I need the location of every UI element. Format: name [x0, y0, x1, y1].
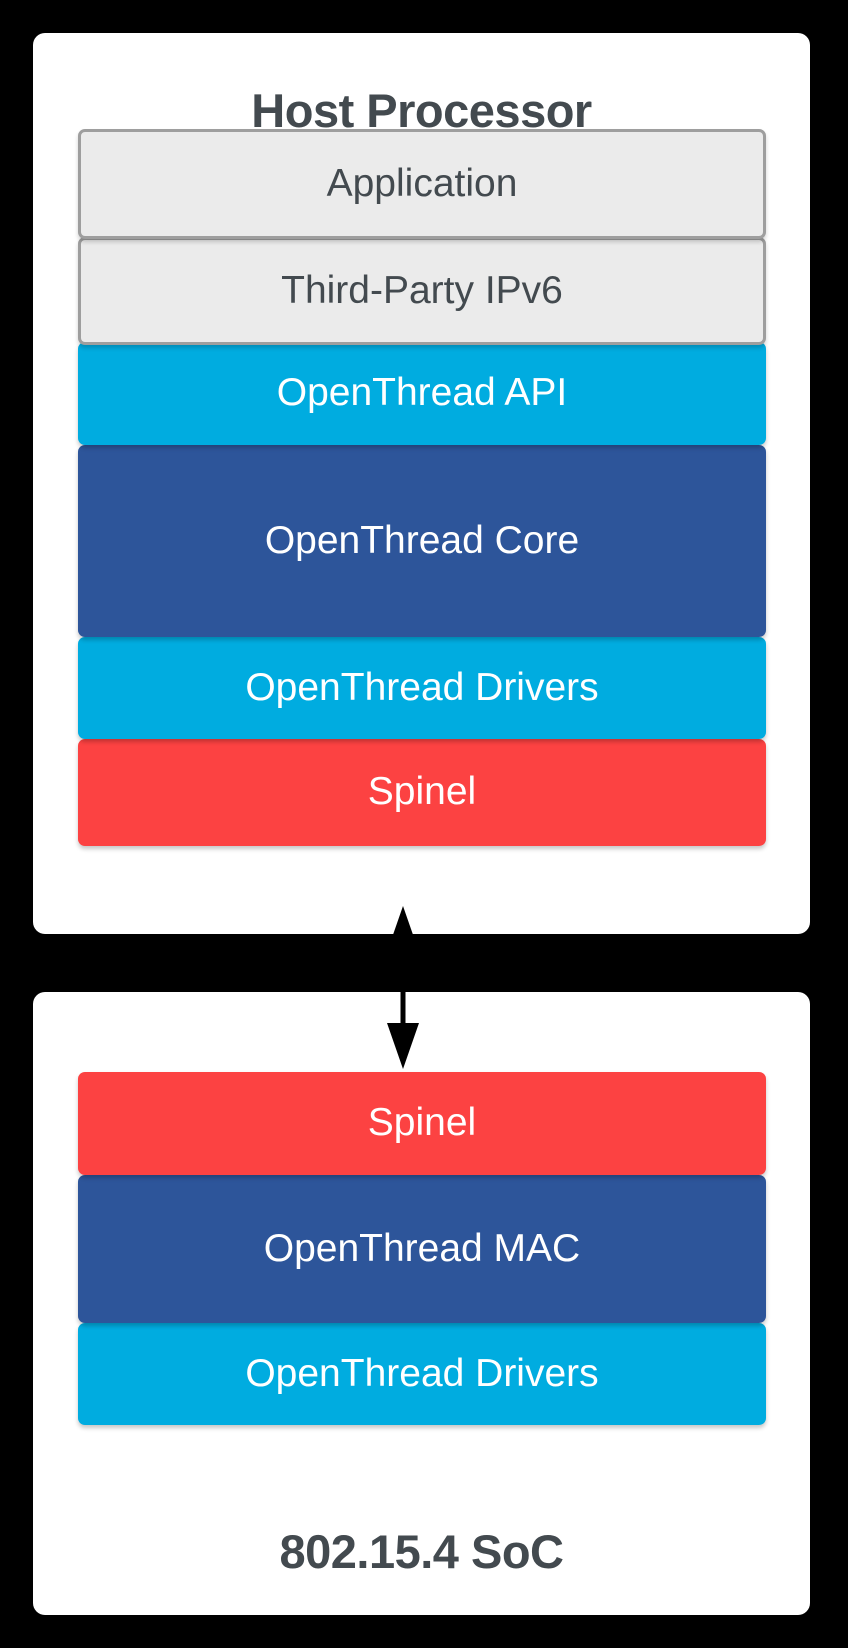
host-processor-title: Host Processor	[251, 84, 592, 137]
layer-openthread-api-label: OpenThread API	[276, 371, 568, 415]
soc-title: 802.15.4 SoC	[279, 1525, 564, 1578]
layer-openthread-core: OpenThread Core	[78, 445, 766, 637]
soc-layer-stack: Spinel OpenThread MAC OpenThread Drivers	[78, 1072, 766, 1425]
layer-openthread-api: OpenThread API	[78, 342, 766, 445]
layer-openthread-drivers-host-label: OpenThread Drivers	[245, 665, 599, 709]
layer-third-party-ipv6: Third-Party IPv6	[78, 237, 766, 345]
layer-openthread-core-label: OpenThread Core	[264, 518, 580, 562]
layer-openthread-drivers-soc-label: OpenThread Drivers	[245, 1351, 599, 1395]
soc-panel: Spinel OpenThread MAC OpenThread Drivers…	[33, 992, 810, 1615]
layer-openthread-drivers-host: OpenThread Drivers	[78, 637, 766, 739]
layer-application-label: Application	[326, 161, 518, 205]
layer-spinel-soc-label: Spinel	[367, 1101, 477, 1145]
layer-spinel-soc: Spinel	[78, 1072, 766, 1175]
layer-openthread-mac: OpenThread MAC	[78, 1175, 766, 1323]
layer-third-party-ipv6-label: Third-Party IPv6	[281, 268, 563, 312]
host-processor-layer-stack: Application Third-Party IPv6 OpenThread …	[78, 129, 766, 846]
host-processor-panel: Host Processor Application Third-Party I…	[33, 33, 810, 934]
layer-spinel-host-label: Spinel	[367, 770, 477, 814]
layer-openthread-drivers-soc: OpenThread Drivers	[78, 1323, 766, 1425]
layer-openthread-mac-label: OpenThread MAC	[263, 1226, 581, 1270]
layer-application: Application	[78, 129, 766, 239]
layer-spinel-host: Spinel	[78, 739, 766, 846]
